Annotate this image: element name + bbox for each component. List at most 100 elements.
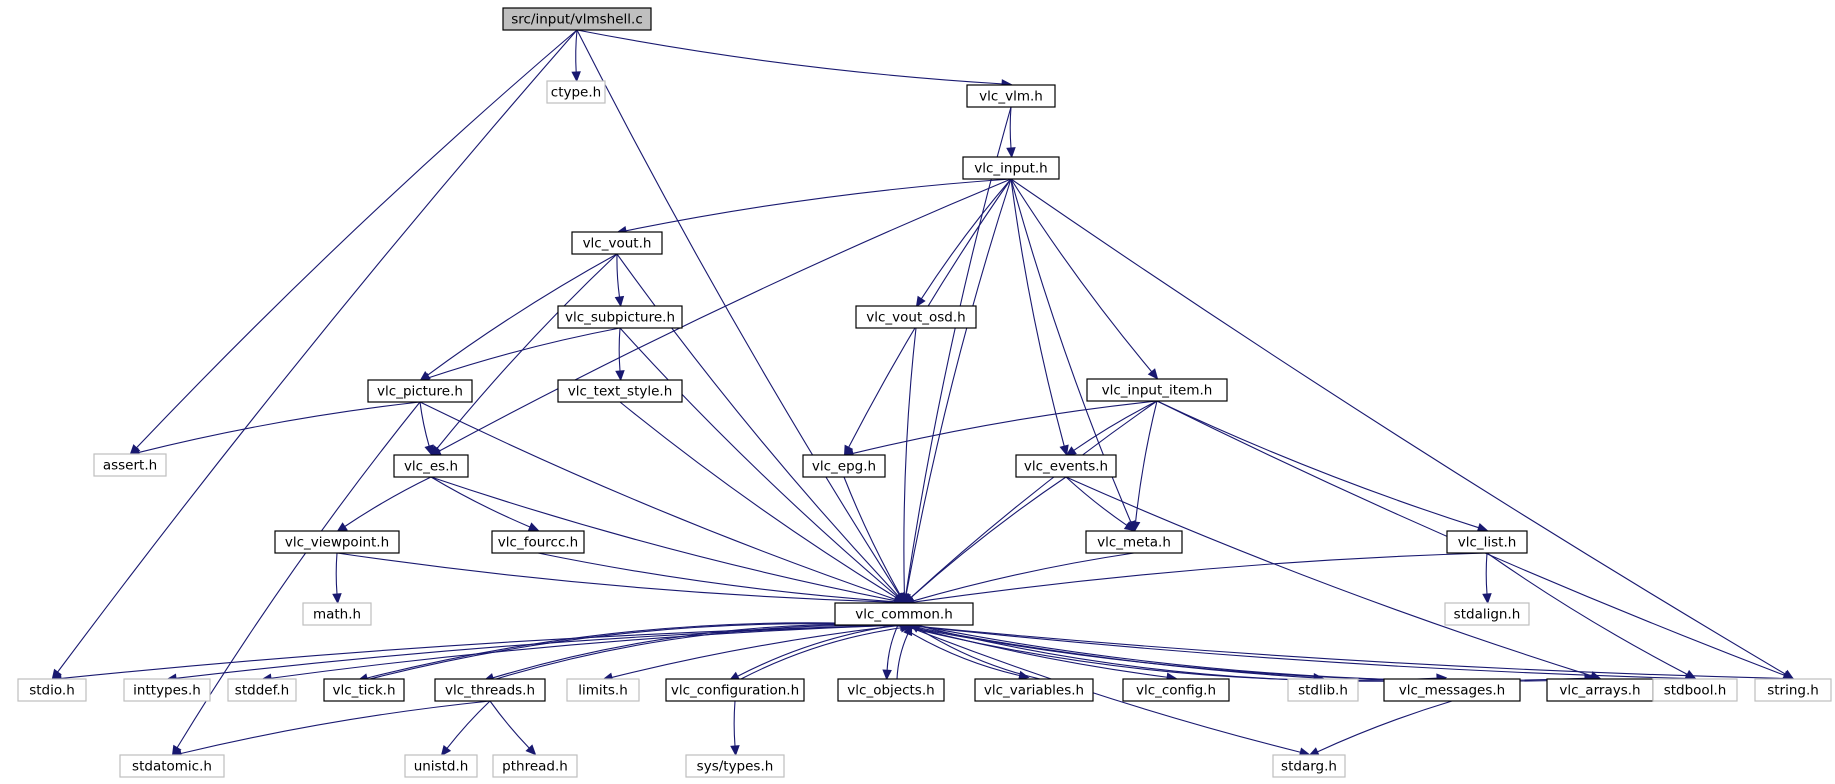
node-label: pthread.h <box>502 759 568 775</box>
node-stdarg: stdarg.h <box>1272 754 1346 778</box>
include-edge-input-to-string <box>1010 178 1795 680</box>
node-events[interactable]: vlc_events.h <box>1015 454 1117 478</box>
include-edge-vlm-to-input <box>1006 106 1016 159</box>
node-stdio: stdio.h <box>17 678 87 702</box>
node-vout[interactable]: vlc_vout.h <box>571 231 663 255</box>
node-messages[interactable]: vlc_messages.h <box>1383 678 1521 702</box>
include-edge-common-to-stddef <box>260 624 905 683</box>
edge-arrowhead <box>1059 444 1069 457</box>
node-box <box>492 754 578 778</box>
node-box <box>302 602 372 626</box>
edge-arrowhead <box>915 295 926 308</box>
node-label: src/input/vlmshell.c <box>511 12 643 28</box>
include-edge-fourcc-to-common <box>537 552 906 607</box>
node-arrays[interactable]: vlc_arrays.h <box>1546 678 1654 702</box>
edge-line <box>905 178 1012 595</box>
node-objects[interactable]: vlc_objects.h <box>837 678 945 702</box>
include-edge-list-to-stdalign <box>1482 552 1492 605</box>
node-textstyle[interactable]: vlc_text_style.h <box>557 379 683 403</box>
node-box <box>685 754 785 778</box>
node-label: string.h <box>1767 683 1819 699</box>
node-threads[interactable]: vlc_threads.h <box>434 678 546 702</box>
node-vlm[interactable]: vlc_vlm.h <box>966 84 1056 108</box>
node-viewpoint[interactable]: vlc_viewpoint.h <box>274 530 400 554</box>
edge-line <box>576 29 1003 85</box>
edge-arrowhead <box>614 295 625 308</box>
node-vconfig[interactable]: vlc_config.h <box>1122 678 1230 702</box>
node-tick[interactable]: vlc_tick.h <box>323 678 405 702</box>
node-label: vlc_list.h <box>1458 535 1517 551</box>
node-label: vlc_vlm.h <box>979 89 1043 105</box>
include-edge-events-to-common <box>903 476 1067 605</box>
node-box <box>1444 602 1530 626</box>
edge-line <box>60 624 905 679</box>
include-edge-common-to-variables <box>897 624 1030 681</box>
include-edge-inputitem-to-epg <box>842 400 1158 458</box>
node-stdbool: stdbool.h <box>1652 678 1738 702</box>
node-box <box>227 678 297 702</box>
node-box <box>1383 678 1521 702</box>
include-edge-config_h-to-systypes <box>730 700 740 757</box>
edge-line <box>903 327 917 595</box>
node-box <box>434 678 546 702</box>
edge-line <box>430 476 896 602</box>
edge-arrowhead <box>525 744 537 756</box>
node-label: vlc_text_style.h <box>568 384 673 400</box>
include-edge-input-to-common <box>901 178 1012 605</box>
edge-line <box>737 624 899 677</box>
edge-line <box>910 400 1158 598</box>
node-label: vlc_events.h <box>1024 459 1108 475</box>
include-edge-input-to-vout <box>615 178 1012 236</box>
edge-line <box>575 29 578 73</box>
edge-line <box>611 624 905 678</box>
node-label: stdlib.h <box>1298 683 1348 699</box>
node-box <box>557 305 683 329</box>
node-systypes: sys/types.h <box>685 754 785 778</box>
edge-line <box>1010 178 1153 373</box>
node-config_h[interactable]: vlc_configuration.h <box>665 678 805 702</box>
node-subpic[interactable]: vlc_subpicture.h <box>557 305 683 329</box>
edge-line <box>886 624 899 671</box>
nodes-layer: src/input/vlmshell.c ctype.h vlc_vlm.h vlc_… <box>17 7 1832 778</box>
node-fourcc[interactable]: vlc_fourcc.h <box>491 530 585 554</box>
edge-line <box>419 401 430 447</box>
edge-line <box>419 401 896 601</box>
include-edge-root-to-assert <box>129 29 578 456</box>
edge-arrowhead <box>1130 521 1141 533</box>
node-box <box>367 379 473 403</box>
node-label: stddef.h <box>235 683 289 699</box>
edge-line <box>903 624 1301 753</box>
node-ctype: ctype.h <box>546 80 606 104</box>
node-input[interactable]: vlc_input.h <box>962 156 1060 180</box>
edge-line <box>537 552 896 603</box>
edge-arrowhead <box>1147 368 1159 380</box>
node-variables[interactable]: vlc_variables.h <box>974 678 1094 702</box>
node-list[interactable]: vlc_list.h <box>1446 530 1528 554</box>
node-voutosd[interactable]: vlc_vout_osd.h <box>855 305 977 329</box>
node-label: vlc_threads.h <box>445 683 535 699</box>
include-edge-threads-to-common <box>495 621 912 680</box>
node-meta[interactable]: vlc_meta.h <box>1085 530 1183 554</box>
edge-line <box>489 700 530 749</box>
node-common[interactable]: vlc_common.h <box>834 602 974 626</box>
edge-line <box>843 476 901 596</box>
include-edge-es-to-fourcc <box>430 476 540 532</box>
include-edge-events-to-arrays <box>1065 476 1602 681</box>
node-es[interactable]: vlc_es.h <box>393 454 469 478</box>
node-box <box>571 231 663 255</box>
node-epg[interactable]: vlc_epg.h <box>802 454 886 478</box>
include-edge-es-to-viewpoint <box>336 476 432 533</box>
node-box <box>1085 530 1183 554</box>
edge-arrowhead <box>895 592 906 604</box>
node-label: vlc_meta.h <box>1097 535 1171 551</box>
node-root[interactable]: src/input/vlmshell.c <box>502 7 652 31</box>
node-inputitem[interactable]: vlc_input_item.h <box>1086 378 1228 402</box>
node-box <box>974 678 1094 702</box>
node-assert: assert.h <box>93 453 167 477</box>
include-edge-picture-to-assert <box>128 401 421 457</box>
node-box <box>1754 678 1832 702</box>
node-picture[interactable]: vlc_picture.h <box>367 379 473 403</box>
node-label: vlc_tick.h <box>332 683 395 699</box>
include-edge-epg-to-common <box>843 476 906 604</box>
